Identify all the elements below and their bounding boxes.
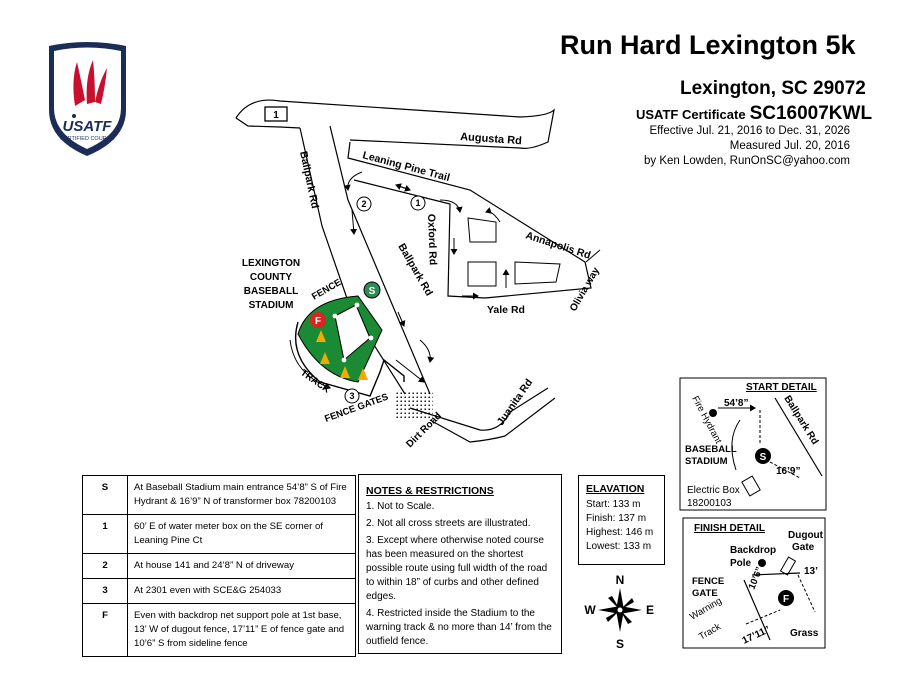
cone-icon bbox=[320, 352, 330, 364]
measured-by: by Ken Lowden, RunOnSC@yahoo.com bbox=[643, 155, 850, 167]
note-item: 3. Except where otherwise noted course h… bbox=[366, 535, 548, 602]
measured-date: Measured Jul. 20, 2016 bbox=[729, 140, 850, 152]
dirt-area bbox=[395, 392, 433, 420]
note-item: 1. Not to Scale. bbox=[366, 501, 435, 512]
logo-text: USATF bbox=[63, 118, 113, 135]
compass-n: N bbox=[616, 573, 625, 587]
route-number: 1 bbox=[273, 110, 279, 121]
note-item: 4. Restricted inside the Stadium to the … bbox=[366, 608, 552, 647]
road-juanita: Juanita Rd bbox=[495, 377, 536, 428]
notes-box: NOTES & RESTRICTIONS 1. Not to Scale. 2.… bbox=[358, 474, 562, 654]
road-annapolis: Annapolis Rd bbox=[524, 229, 592, 261]
elevation-highest: Highest: 146 m bbox=[586, 527, 654, 538]
svg-text:STADIUM: STADIUM bbox=[685, 456, 728, 467]
svg-text:18200103: 18200103 bbox=[687, 498, 732, 509]
logo-subtext: CERTIFIED COURSE bbox=[60, 136, 114, 142]
svg-text:COUNTY: COUNTY bbox=[250, 272, 293, 283]
svg-text:LEXINGTON: LEXINGTON bbox=[242, 258, 300, 269]
svg-text:S: S bbox=[760, 452, 767, 463]
cert-number: SC16007KWL bbox=[749, 103, 873, 124]
elevation-start: Start: 133 m bbox=[586, 499, 641, 510]
compass-e: E bbox=[646, 603, 654, 617]
elevation-title: ELAVATION bbox=[586, 483, 645, 495]
usatf-logo: USATF CERTIFIED COURSE bbox=[49, 42, 126, 156]
start-stadium: BASEBALL bbox=[685, 444, 737, 455]
dugout-icon bbox=[779, 556, 797, 576]
elevation-box: ELAVATION Start: 133 m Finish: 137 m Hig… bbox=[578, 475, 665, 565]
svg-text:GATE: GATE bbox=[692, 588, 718, 599]
compass-s: S bbox=[616, 637, 624, 651]
grass-label: Grass bbox=[790, 628, 819, 639]
finish-distance-13: 13’ bbox=[804, 566, 818, 577]
backdrop-pole-label: Backdrop bbox=[730, 545, 776, 556]
stadium-label: LEXINGTON COUNTY BASEBALL STADIUM bbox=[242, 258, 300, 311]
note-item: 2. Not all cross streets are illustrated… bbox=[366, 518, 531, 529]
svg-text:S: S bbox=[369, 286, 376, 297]
svg-text:Pole: Pole bbox=[730, 558, 752, 569]
mile-marker-1: 1 bbox=[410, 195, 426, 211]
svg-text:F: F bbox=[783, 594, 789, 605]
start-detail-title: START DETAIL bbox=[746, 382, 817, 393]
elevation-lowest: Lowest: 133 m bbox=[586, 541, 652, 552]
effective-dates: Effective Jul. 21, 2016 to Dec. 31, 2026 bbox=[649, 125, 850, 137]
road-yale: Yale Rd bbox=[487, 304, 525, 316]
electric-box-icon bbox=[741, 475, 761, 497]
electric-box-label: Electric Box bbox=[687, 485, 740, 496]
page-title: Run Hard Lexington 5k bbox=[560, 30, 856, 60]
road-augusta: Augusta Rd bbox=[460, 131, 522, 147]
elevation-finish: Finish: 137 m bbox=[586, 513, 647, 524]
svg-text:STADIUM: STADIUM bbox=[249, 300, 294, 311]
cert-label: USATF Certificate bbox=[636, 107, 746, 122]
notes-title: NOTES & RESTRICTIONS bbox=[366, 485, 494, 497]
pole-icon bbox=[758, 559, 766, 567]
svg-text:F: F bbox=[315, 316, 321, 327]
svg-text:Gate: Gate bbox=[792, 542, 815, 553]
mile-marker-2: 2 bbox=[356, 196, 372, 212]
cone-icon bbox=[316, 330, 326, 342]
track-label: TRACK bbox=[298, 367, 332, 395]
finish-detail-title: FINISH DETAIL bbox=[694, 523, 765, 534]
start-distance-1: 54’8” bbox=[724, 398, 748, 409]
cone-icon bbox=[358, 368, 368, 380]
mile-marker-3: 3 bbox=[344, 388, 360, 404]
cone-icon bbox=[340, 366, 350, 378]
svg-text:1: 1 bbox=[415, 198, 420, 208]
dugout-gate-label: Dugout bbox=[788, 530, 824, 541]
road-oxford: Oxford Rd bbox=[425, 214, 439, 266]
svg-text:BASEBALL: BASEBALL bbox=[244, 286, 298, 297]
road-leaning-pine: Leaning Pine Trail bbox=[361, 149, 451, 184]
start-detail-marker bbox=[755, 448, 771, 464]
finish-marker: F bbox=[310, 312, 326, 328]
road-ballpark-upper: Ballpark Rd bbox=[297, 150, 321, 210]
compass-w: W bbox=[584, 603, 596, 617]
start-detail: START DETAIL Fire Hydrant 54’8” Ballpark… bbox=[679, 377, 827, 511]
start-marker: S bbox=[363, 281, 381, 299]
fence-line bbox=[294, 321, 405, 397]
compass-rose-icon: N S E W bbox=[584, 573, 654, 651]
fence-gate-label: FENCE bbox=[692, 576, 724, 587]
location: Lexington, SC 29072 bbox=[680, 78, 866, 99]
route-shield: 1 bbox=[264, 106, 288, 122]
hydrant-icon bbox=[709, 409, 717, 417]
svg-text:2: 2 bbox=[361, 199, 366, 209]
svg-text:3: 3 bbox=[349, 391, 354, 401]
finish-detail: FINISH DETAIL Dugout Gate Backdrop Pole … bbox=[682, 517, 826, 649]
finish-detail-marker bbox=[778, 590, 794, 606]
